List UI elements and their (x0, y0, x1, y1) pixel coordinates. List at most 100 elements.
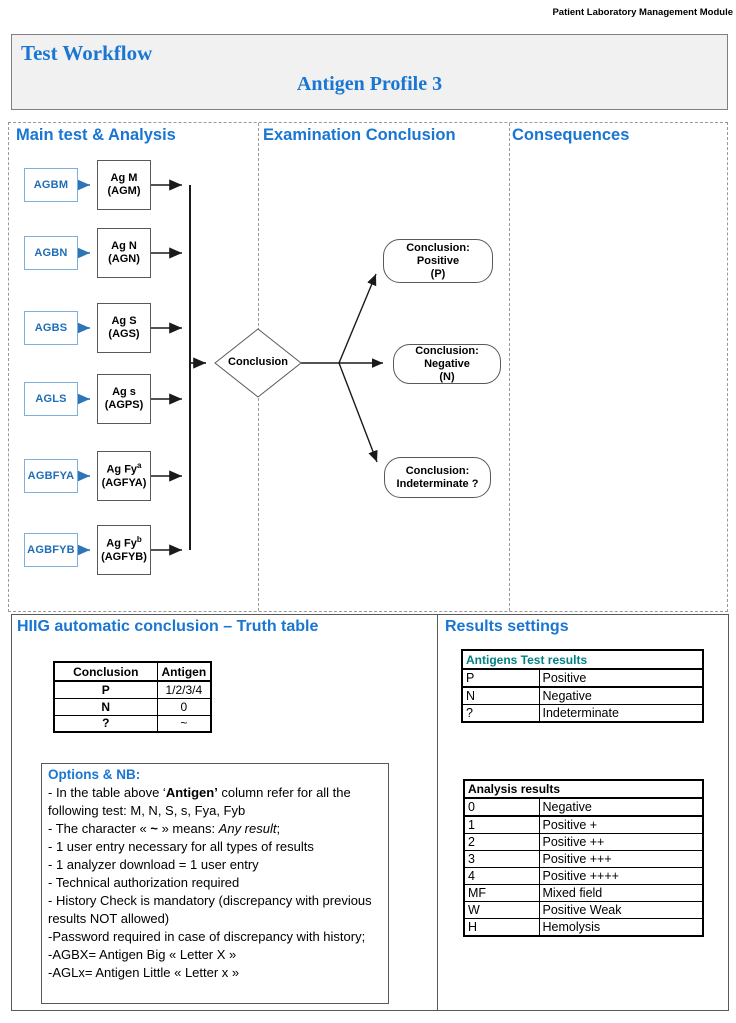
truth-table-cell: ? (53, 714, 158, 733)
options-line: -AGLx= Antigen Little « Letter x » (48, 964, 382, 982)
options-text-segment: - The character « (48, 821, 151, 836)
analysis-table-title: Analysis results (463, 779, 704, 799)
analysis-code: (AGFYB) (101, 550, 147, 563)
options-text-segment: » means: (157, 821, 219, 836)
column-header-main-test: Main test & Analysis (16, 126, 176, 144)
analysis-name: Ag Fyb (106, 536, 141, 551)
results-cell: Positive Weak (538, 901, 704, 919)
analysis-box-agps: Ag s(AGPS) (97, 374, 151, 424)
results-cell: N (461, 686, 540, 705)
truth-table-header-cell: Conclusion (53, 661, 158, 682)
results-cell: Positive ++++ (538, 867, 704, 885)
results-cell: Positive +++ (538, 850, 704, 868)
results-cell: Indeterminate (538, 704, 704, 723)
analysis-name-superscript: a (137, 461, 142, 471)
bottom-section-divider (437, 615, 438, 1010)
outcome-line2: Indeterminate ? (396, 477, 479, 490)
truth-table-cell: 0 (156, 697, 212, 716)
results-cell: Mixed field (538, 884, 704, 902)
options-line: -AGBX= Antigen Big « Letter X » (48, 946, 382, 964)
options-text-segment: column refer for all the following test:… (48, 785, 351, 818)
options-text-segment: - 1 user entry necessary for all types o… (48, 839, 314, 854)
test-box-label: AGBFYA (27, 470, 75, 482)
analysis-code: (AGFYA) (101, 476, 147, 489)
analysis-box-agfya: Ag Fya(AGFYA) (97, 451, 151, 501)
results-cell: Negative (538, 797, 704, 817)
results-cell: MF (463, 884, 540, 902)
test-box-agbfya: AGBFYA (24, 459, 78, 493)
options-box: Options & NB: - In the table above ‘Anti… (41, 763, 389, 1004)
truth-table-cell: ~ (156, 714, 212, 733)
test-box-agbn: AGBN (24, 236, 78, 270)
module-label: Patient Laboratory Management Module (552, 7, 733, 18)
results-row: ?Indeterminate (461, 704, 704, 723)
analysis-name-superscript: b (136, 535, 142, 545)
options-line: - History Check is mandatory (discrepanc… (48, 892, 382, 928)
workflow-diagram: Main test & Analysis Examination Conclus… (8, 122, 728, 612)
results-cell: Positive (538, 668, 704, 688)
results-cell: ? (461, 704, 540, 723)
analysis-name-text: Ag s (112, 386, 136, 398)
options-lines: - In the table above ‘Antigen’ column re… (48, 784, 382, 982)
truth-table-cell: N (53, 697, 158, 716)
results-cell: P (461, 668, 540, 688)
options-text-segment: - In the table above ‘ (48, 785, 166, 800)
options-line: - In the table above ‘Antigen’ column re… (48, 784, 382, 820)
results-cell: 2 (463, 833, 540, 851)
analysis-code: (AGS) (108, 328, 140, 340)
analysis-code: (AGN) (108, 253, 140, 265)
decision-diamond-label: Conclusion (228, 356, 288, 368)
page-subtitle: Antigen Profile 3 (296, 73, 443, 95)
outcome-line2: (N) (439, 370, 455, 383)
analysis-box-agfyb: Ag Fyb(AGFYB) (97, 525, 151, 575)
options-text-segment: -AGBX= Antigen Big « Letter X » (48, 947, 237, 962)
outcome-line1: Conclusion: Positive (406, 241, 470, 267)
analysis-box-agn: Ag N(AGN) (97, 228, 151, 278)
test-box-label: AGBS (34, 322, 68, 334)
options-text-segment: - History Check is mandatory (discrepanc… (48, 893, 372, 926)
analysis-name-text: Ag M (110, 172, 138, 184)
analysis-name-text: Ag Fy (106, 537, 137, 550)
analysis-code: (AGPS) (104, 399, 144, 411)
title-box: Test Workflow Antigen Profile 3 (11, 34, 728, 110)
truth-table-heading: HIIG automatic conclusion – Truth table (17, 618, 319, 635)
bottom-section: HIIG automatic conclusion – Truth table … (11, 614, 729, 1011)
results-settings-heading: Results settings (445, 618, 569, 635)
results-cell: 1 (463, 815, 540, 834)
options-line: - Technical authorization required (48, 874, 382, 892)
analysis-box-agm: Ag M(AGM) (97, 160, 151, 210)
results-cell: W (463, 901, 540, 919)
test-box-label: AGBN (34, 247, 68, 259)
options-heading: Options & NB: (48, 767, 141, 782)
antigens-table-title-row: Antigens Test results (461, 649, 704, 670)
test-box-label: AGLS (35, 393, 67, 405)
analysis-box-ags: Ag S(AGS) (97, 303, 151, 353)
options-text-segment: Antigen’ (165, 785, 218, 800)
outcome-line2: (P) (430, 267, 446, 280)
results-cell: Hemolysis (538, 918, 704, 937)
options-text-segment: ~ (150, 821, 158, 836)
results-cell: 0 (463, 797, 540, 817)
options-text-segment: - 1 analyzer download = 1 user entry (48, 857, 259, 872)
results-cell: 3 (463, 850, 540, 868)
column-header-examination-conclusion: Examination Conclusion (263, 126, 456, 144)
results-cell: Positive ++ (538, 833, 704, 851)
options-line: - 1 user entry necessary for all types o… (48, 838, 382, 856)
results-cell: 4 (463, 867, 540, 885)
options-text-segment: - Technical authorization required (48, 875, 240, 890)
outcome-indeterminate: Conclusion:Indeterminate ? (384, 457, 491, 498)
test-box-agbs: AGBS (24, 311, 78, 345)
analysis-name: Ag s (112, 386, 136, 399)
antigens-table-title: Antigens Test results (461, 649, 704, 670)
options-text-segment: Any result (218, 821, 277, 836)
